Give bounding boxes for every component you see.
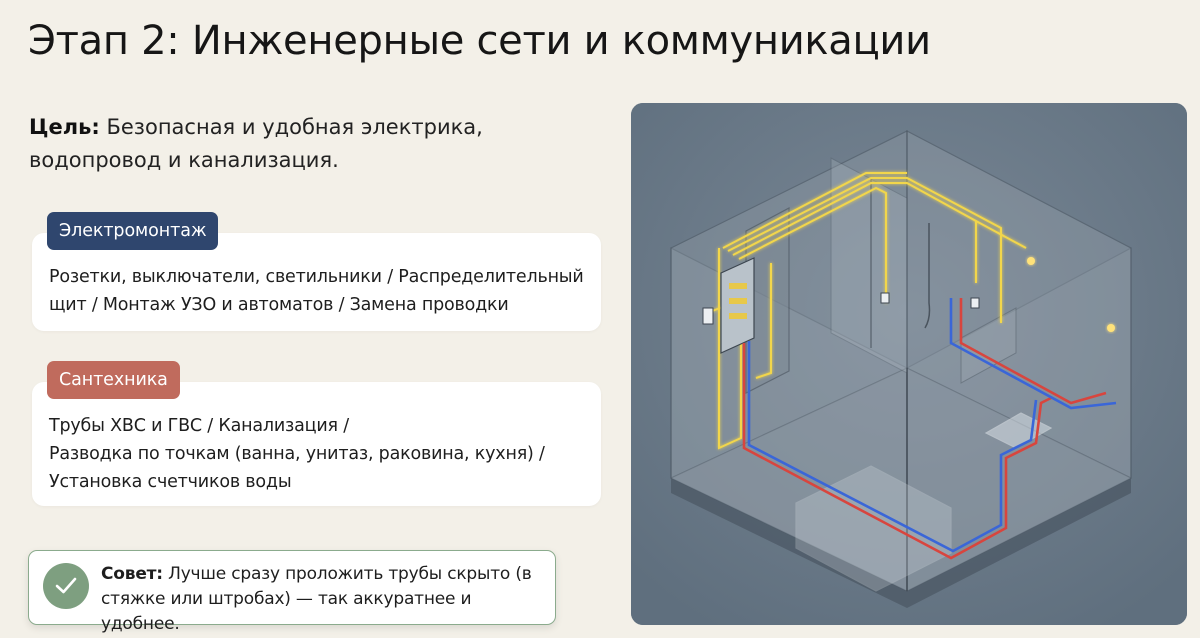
tip-text: Совет: Лучше сразу проложить трубы скрыт… (101, 562, 551, 637)
electrical-badge: Электромонтаж (47, 212, 219, 250)
right-wall (906, 130, 1132, 479)
tip-body: Лучше сразу проложить трубы скрыто (в ст… (101, 564, 532, 634)
checkmark-icon (43, 563, 89, 609)
page-title: Этап 2: Инженерные сети и коммуникации (28, 18, 931, 64)
sink (984, 412, 1053, 449)
electrical-description: Розетки, выключатели, светильники / Расп… (49, 267, 584, 315)
plumbing-line: Трубы ХВС и ГВС / Канализация / (49, 416, 349, 436)
plumbing-badge: Сантехника (47, 361, 180, 399)
electrical-panel (720, 257, 755, 354)
goal-label: Цель: (29, 115, 100, 139)
goal-text: Безопасная и удобная электрика, водопров… (29, 115, 483, 172)
tip-label: Совет: (101, 564, 163, 584)
plumbing-card: Трубы ХВС и ГВС / Канализация / Разводка… (32, 382, 601, 506)
plumbing-line: Разводка по точкам (ванна, унитаз, раков… (49, 444, 545, 464)
room-utilities-illustration (631, 103, 1187, 625)
plumbing-description: Трубы ХВС и ГВС / Канализация / Разводка… (32, 382, 601, 496)
plumbing-line: Установка счетчиков воды (49, 472, 292, 492)
tip-box: Совет: Лучше сразу проложить трубы скрыт… (28, 550, 556, 634)
goal-statement: Цель: Безопасная и удобная электрика, во… (29, 111, 549, 177)
pipes (742, 298, 1117, 560)
